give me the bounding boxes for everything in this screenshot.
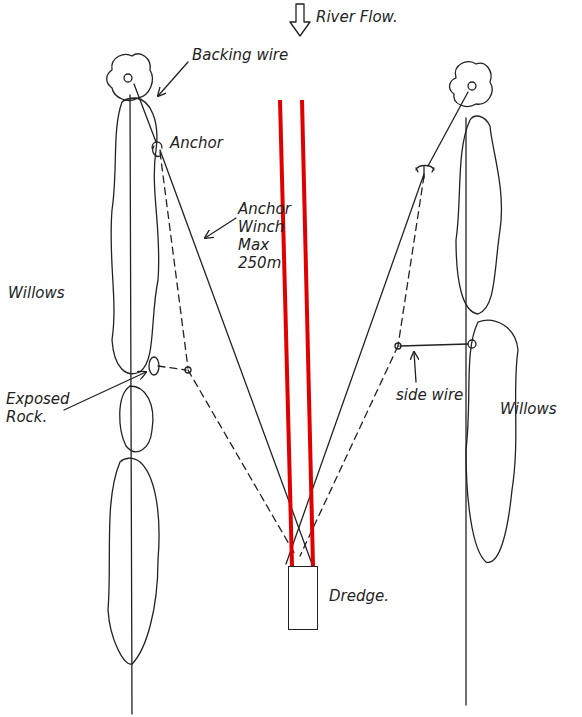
left-tree <box>107 54 153 100</box>
anchor-symbol <box>416 166 434 179</box>
leader <box>414 352 416 382</box>
leader <box>64 372 146 410</box>
exposed-rock <box>149 357 159 375</box>
right-bank <box>465 118 466 705</box>
willows <box>466 320 518 562</box>
left-bank <box>130 95 132 714</box>
channel-line <box>280 100 292 566</box>
channel-line <box>302 100 313 566</box>
willows <box>456 116 501 314</box>
annotation-label: Willows <box>500 400 578 418</box>
flow-arrow <box>290 4 310 36</box>
annotation-label: Anchor <box>170 134 250 152</box>
willows <box>120 386 153 452</box>
annotation-label: Willows <box>8 284 88 302</box>
dredge-label: Dredge. <box>329 587 389 605</box>
annotation-label: Anchor Winch Max 250m <box>238 200 316 272</box>
dredge-box: Dredge. <box>288 566 318 630</box>
willows <box>108 458 159 664</box>
annotation-label: Backing wire <box>192 46 312 64</box>
willows <box>111 98 159 374</box>
right-tree <box>450 62 493 107</box>
annotation-label: Exposed Rock. <box>6 390 86 426</box>
annotation-label: River Flow. <box>316 8 426 26</box>
leader <box>205 218 236 238</box>
leader <box>158 62 188 96</box>
annotation-label: side wire <box>396 386 476 404</box>
